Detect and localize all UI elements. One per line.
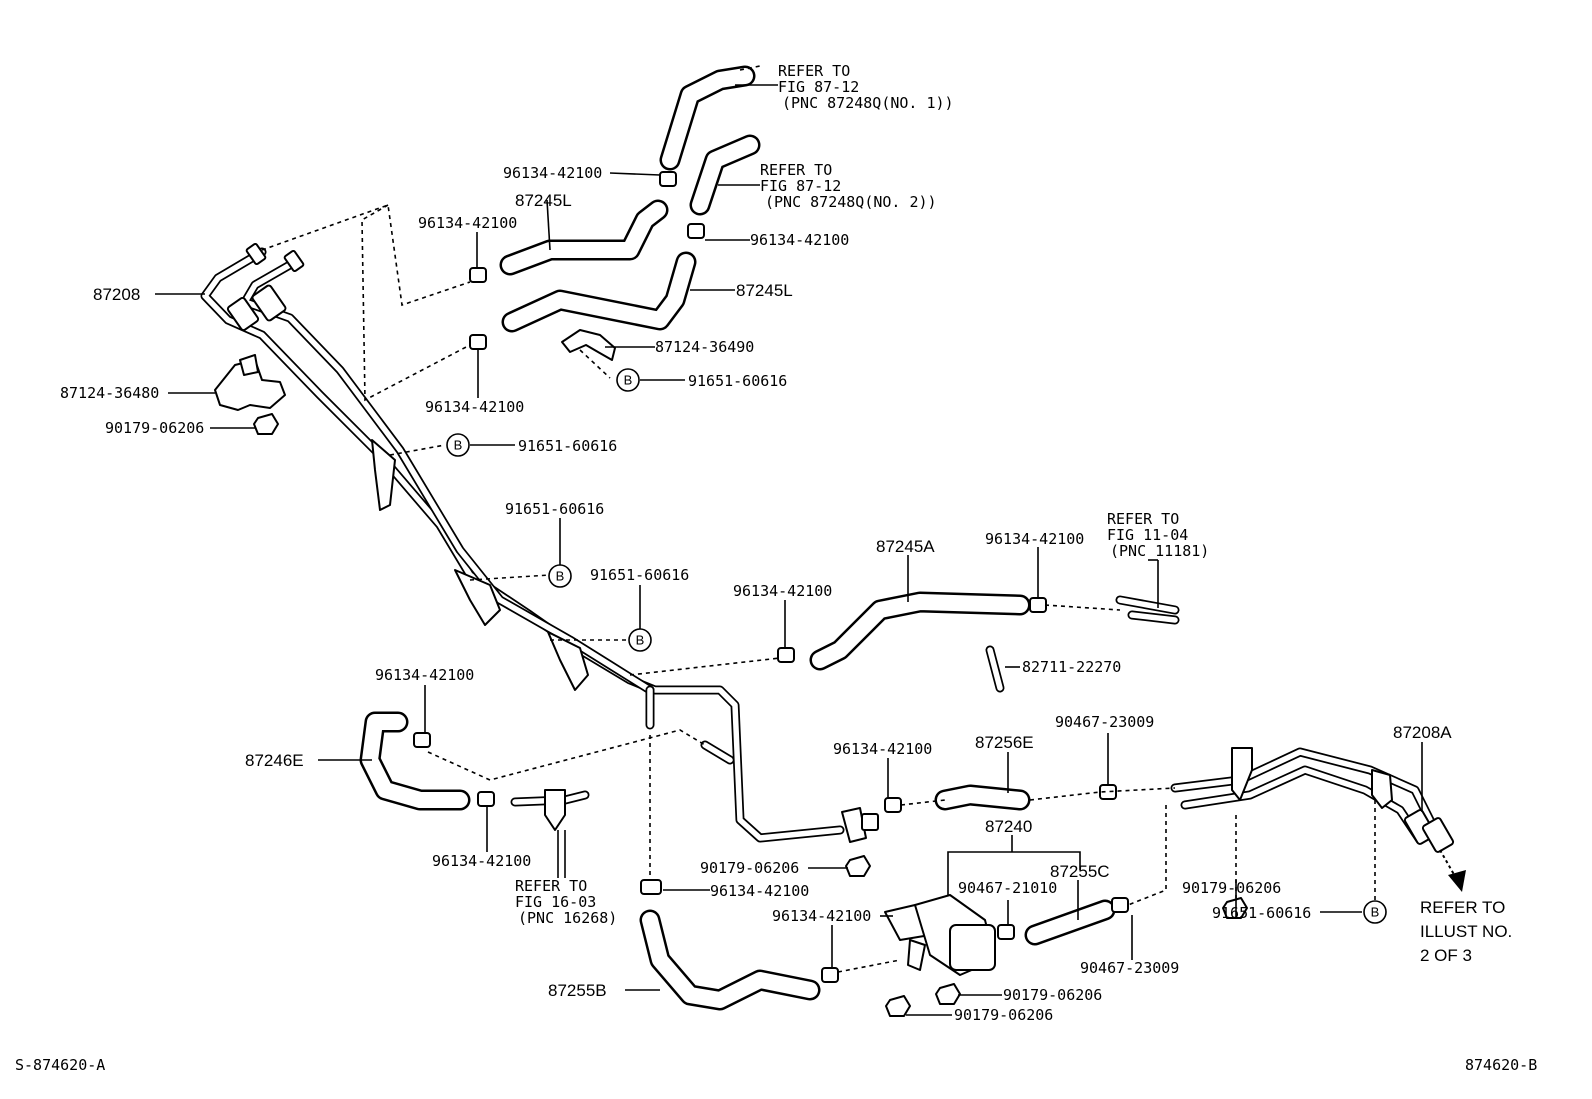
label-87208A: 87208A — [1393, 723, 1452, 742]
label-90179-e: 90179-06206 — [954, 1006, 1053, 1024]
dashed-guides — [261, 203, 1376, 973]
refer-note-illust-2-of-3: REFER TO ILLUST NO. 2 OF 3 — [1420, 898, 1512, 965]
svg-text:REFER TO: REFER TO — [778, 62, 850, 80]
water-valve-87240 — [884, 894, 996, 976]
hose-upper-refer-2 — [689, 134, 761, 216]
footer-left-code: S-874620-A — [15, 1056, 105, 1074]
label-96134-c: 96134-42100 — [750, 231, 849, 249]
label-96134-e: 96134-42100 — [733, 582, 832, 600]
svg-text:REFER TO: REFER TO — [760, 161, 832, 179]
label-82711-22270: 82711-22270 — [1022, 658, 1121, 676]
label-91651-a: 91651-60616 — [688, 372, 787, 390]
label-96134-j: 96134-42100 — [710, 882, 809, 900]
svg-text:FIG 16-03: FIG 16-03 — [515, 893, 596, 911]
refer-note-fig-16-03: REFER TO FIG 16-03 (PNC 16268) — [515, 877, 617, 927]
label-96134-a: 96134-42100 — [503, 164, 602, 182]
leader-lines — [155, 84, 1423, 1016]
label-96134-g: 96134-42100 — [375, 666, 474, 684]
label-90467-c: 90467-23009 — [1080, 959, 1179, 977]
water-pipe-87208A — [1170, 747, 1455, 853]
svg-text:(PNC 16268): (PNC 16268) — [518, 909, 617, 927]
label-96134-f: 96134-42100 — [985, 530, 1084, 548]
label-96134-d: 96134-42100 — [425, 398, 524, 416]
label-87255C: 87255C — [1050, 862, 1110, 881]
pipe-refer-fig-16-03 — [510, 789, 590, 831]
label-96134-i: 96134-42100 — [432, 852, 531, 870]
label-90179-c: 90179-06206 — [1182, 879, 1281, 897]
hose-87246E — [359, 711, 471, 811]
hose-87255B — [639, 909, 821, 1011]
svg-text:(PNC 87248Q(NO. 1)): (PNC 87248Q(NO. 1)) — [782, 94, 954, 112]
svg-text:FIG 87-12: FIG 87-12 — [778, 78, 859, 96]
label-87124-36480: 87124-36480 — [60, 384, 159, 402]
label-90467-b: 90467-21010 — [958, 879, 1057, 897]
arrow-refer-2-of-3 — [1439, 849, 1466, 892]
circle-b-markers: B B B B B — [446, 368, 1387, 924]
svg-text:ILLUST NO.: ILLUST NO. — [1420, 922, 1512, 941]
svg-text:B: B — [556, 569, 565, 584]
label-87246E: 87246E — [245, 751, 304, 770]
bracket-87124-36480 — [214, 354, 286, 411]
water-pipe-87208 — [200, 242, 879, 843]
label-87256E: 87256E — [975, 733, 1034, 752]
nuts — [253, 413, 1248, 1017]
label-90179-d: 90179-06206 — [1003, 986, 1102, 1004]
hose-87245L-lower — [501, 251, 697, 333]
pipe-refer-fig-11-04 — [1115, 595, 1180, 625]
footer-right-code: 874620-B — [1465, 1056, 1537, 1074]
label-96134-k: 96134-42100 — [772, 907, 871, 925]
label-91651-e: 91651-60616 — [1212, 904, 1311, 922]
refer-note-fig-87-12-no2: REFER TO FIG 87-12 (PNC 87248Q(NO. 2)) — [760, 161, 937, 211]
label-87245L-lower: 87245L — [736, 281, 793, 300]
refer-note-fig-87-12-no1: REFER TO FIG 87-12 (PNC 87248Q(NO. 1)) — [778, 62, 954, 112]
band-82711-22270 — [985, 645, 1005, 693]
refer-note-fig-11-04: REFER TO FIG 11-04 (PNC 11181) — [1107, 510, 1209, 560]
svg-text:B: B — [1371, 905, 1380, 920]
label-87255B: 87255B — [548, 981, 607, 1000]
svg-text:REFER TO: REFER TO — [1107, 510, 1179, 528]
label-90179-a: 90179-06206 — [105, 419, 204, 437]
svg-text:FIG 87-12: FIG 87-12 — [760, 177, 841, 195]
svg-text:B: B — [624, 373, 633, 388]
label-91651-c: 91651-60616 — [505, 500, 604, 518]
label-90467-a: 90467-23009 — [1055, 713, 1154, 731]
part-labels: 87208 96134-42100 87245L 96134-42100 961… — [60, 164, 1452, 1024]
clamps — [413, 171, 1129, 983]
label-96134-h: 96134-42100 — [833, 740, 932, 758]
bracket-87124-36490 — [561, 329, 616, 361]
label-87208: 87208 — [93, 285, 140, 304]
svg-text:B: B — [636, 633, 645, 648]
svg-text:REFER TO: REFER TO — [1420, 898, 1505, 917]
hose-87245A — [809, 591, 1031, 671]
label-87245A: 87245A — [876, 537, 935, 556]
label-87240: 87240 — [985, 817, 1032, 836]
hose-87256E — [934, 784, 1031, 811]
label-91651-b: 91651-60616 — [518, 437, 617, 455]
label-87124-36490: 87124-36490 — [655, 338, 754, 356]
hose-87245L-upper — [499, 199, 669, 276]
svg-text:(PNC 87248Q(NO. 2)): (PNC 87248Q(NO. 2)) — [765, 193, 937, 211]
svg-text:(PNC 11181): (PNC 11181) — [1110, 542, 1209, 560]
label-96134-b: 96134-42100 — [418, 214, 517, 232]
label-90179-b: 90179-06206 — [700, 859, 799, 877]
svg-text:B: B — [454, 438, 463, 453]
label-87245L-upper: 87245L — [515, 191, 572, 210]
hose-87255C — [1024, 899, 1116, 946]
label-91651-d: 91651-60616 — [590, 566, 689, 584]
hose-upper-refer-1 — [659, 65, 761, 171]
svg-text:2 OF 3: 2 OF 3 — [1420, 946, 1472, 965]
svg-text:FIG 11-04: FIG 11-04 — [1107, 526, 1188, 544]
svg-text:REFER TO: REFER TO — [515, 877, 587, 895]
